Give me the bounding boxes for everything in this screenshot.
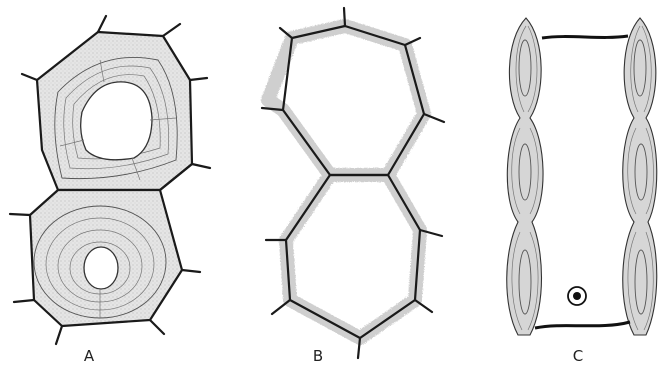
panel-a-upper-cell — [22, 16, 210, 190]
panel-c-bottom-cross-wall — [535, 322, 630, 328]
panel-a-lower-lumen — [84, 247, 118, 289]
panel-c-diagram: C — [507, 18, 657, 365]
panel-a-label: A — [84, 347, 95, 365]
panel-a-lower-cell — [10, 164, 200, 344]
panel-c-left-wall — [507, 18, 543, 335]
panel-c-right-wall — [623, 18, 657, 335]
panel-b-label: B — [313, 347, 323, 365]
panel-c-label: C — [573, 347, 583, 365]
panel-c-top-cross-wall — [542, 36, 628, 38]
panel-b-diagram: B — [262, 8, 444, 365]
panel-c-nucleus — [568, 287, 586, 305]
panel-a-diagram: A — [10, 16, 210, 365]
